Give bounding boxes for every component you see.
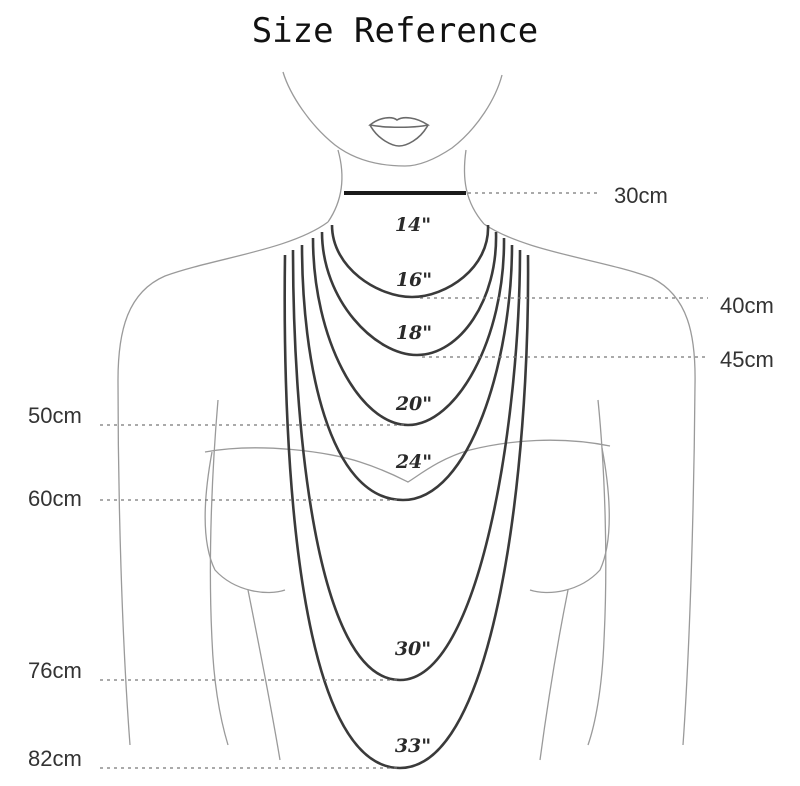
left-neck-line [327, 149, 343, 223]
chain-30-inch [291, 249, 522, 682]
left-shoulder [117, 221, 329, 746]
upper-lip [368, 116, 430, 129]
cm-label-76: 76cm [28, 658, 82, 683]
right-shoulder [483, 223, 696, 746]
lower-lip [369, 124, 429, 147]
necklace-chains [283, 191, 530, 770]
left-jaw-line [282, 71, 406, 167]
chain-20-inch [311, 237, 506, 427]
left-breast [204, 451, 286, 594]
right-jaw-line [404, 74, 503, 167]
cm-label-50: 50cm [28, 403, 82, 428]
left-inner-arm [209, 399, 229, 746]
inch-label-14: 14" [395, 214, 431, 236]
right-breast [529, 447, 610, 594]
cm-label-45: 45cm [720, 347, 774, 372]
cm-label-40: 40cm [720, 293, 774, 318]
inch-label-16: 16" [396, 269, 432, 291]
chain-16-inch [330, 224, 490, 299]
right-torso-side [539, 589, 569, 761]
leader-lines [100, 192, 708, 769]
inch-labels: 14" 16" 18" 20" 24" 30" 33" [395, 214, 432, 757]
cm-label-30: 30cm [614, 183, 668, 208]
cm-label-82: 82cm [28, 746, 82, 771]
chain-33-inch [283, 254, 530, 770]
right-neck-line [463, 149, 485, 225]
cm-labels: 30cm 40cm 45cm 50cm 60cm 76cm 82cm [28, 183, 774, 771]
inch-label-33: 33" [395, 735, 431, 757]
inch-label-30: 30" [395, 638, 431, 660]
right-inner-arm [587, 399, 607, 746]
left-torso-side [247, 589, 281, 761]
chain-24-inch [300, 244, 514, 502]
chain-18-inch [320, 231, 498, 357]
inch-label-24: 24" [395, 451, 432, 473]
cm-label-60: 60cm [28, 486, 82, 511]
page-title: Size Reference [252, 11, 539, 51]
inch-label-18: 18" [396, 322, 432, 344]
inch-label-20: 20" [395, 393, 432, 415]
